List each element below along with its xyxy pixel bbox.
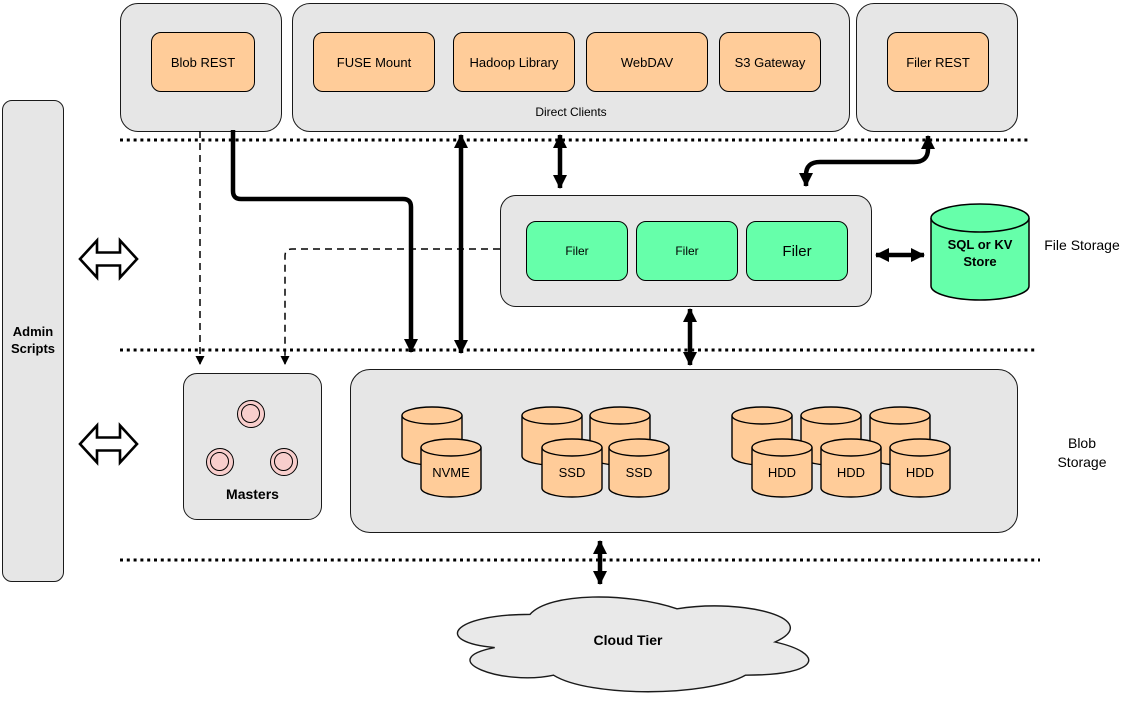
filer-rest-label: Filer REST [906,54,970,70]
cylinder-top [820,438,882,457]
cylinder-top [521,406,583,425]
webdav-box: WebDAV [586,32,708,92]
cylinder-body [420,447,482,498]
ssd-label-2: SSD [625,465,653,480]
hdd-label-3: HDD [905,465,935,480]
blob-rest-label: Blob REST [170,54,236,70]
direct-clients-caption: Direct Clients [535,105,607,119]
cylinder-top [589,406,651,425]
filer-rest-box: Filer REST [887,32,989,92]
hdd-cylinder-1: HDD [751,438,813,498]
ssd-cylinder-1: SSD [541,438,603,498]
cylinder-body [751,447,813,498]
master-node-icon-3 [270,448,298,476]
cylinder-body [930,218,1030,301]
cylinder-body [608,447,670,498]
arrow-filerrest-to-filers [799,135,935,187]
hadoop-library-label: Hadoop Library [469,54,559,70]
disk-cylinder-icon [820,438,882,498]
direct-clients-group: FUSE Mount Hadoop Library WebDAV S3 Gate… [292,3,850,132]
cloud-tier-label: Cloud Tier [593,632,663,648]
fuse-mount-box: FUSE Mount [313,32,435,92]
cloud-path [456,596,810,693]
filer-label-2: Filer [675,244,699,258]
fuse-mount-label: FUSE Mount [336,54,412,70]
nvme-cylinder: NVME [420,438,482,498]
hdd-label-1: HDD [767,465,797,480]
disk-cylinder-icon [541,438,603,498]
s3-gateway-box: S3 Gateway [719,32,821,92]
admin-double-arrow-icon-top [78,237,139,281]
filer-box-1: Filer [526,221,628,281]
cloud-icon [456,596,810,693]
master-node-icon-2 [206,448,234,476]
filer-box-3: Filer [746,221,848,281]
hadoop-library-box: Hadoop Library [453,32,575,92]
s3-gateway-label: S3 Gateway [734,54,806,70]
blob-rest-group: Blob REST [120,3,282,132]
cylinder-top [930,203,1030,233]
cylinder-top [541,438,603,457]
cylinder-body [820,447,882,498]
blob-storage-group: NVME SSD SSD [350,369,1018,533]
cylinder-top [401,406,463,425]
admin-double-arrow-icon-bottom [78,422,139,466]
hdd-cylinder-3: HDD [889,438,951,498]
master-node-inner-2 [209,451,229,471]
filer-rest-group: Filer REST [856,3,1018,132]
filer-label-3: Filer [782,242,812,260]
blob-rest-box: Blob REST [151,32,255,92]
hdd-cylinder-2: HDD [820,438,882,498]
ssd-label-1: SSD [558,465,586,480]
masters-group: Masters [183,373,322,520]
hdd-label-2: HDD [836,465,866,480]
master-node-inner-1 [240,403,260,423]
file-storage-layer-label: File Storage [1044,237,1120,253]
disk-cylinder-icon [608,438,670,498]
cylinder-body [541,447,603,498]
cylinder-top [420,438,482,457]
sql-kv-store-cylinder: SQL or KV Store [930,203,1030,301]
filer-box-2: Filer [636,221,738,281]
database-cylinder-icon [930,203,1030,301]
admin-scripts-label: Admin Scripts [10,324,56,356]
cloud-tier-shape: Cloud Tier [432,586,824,698]
cylinder-top [731,406,793,425]
disk-cylinder-icon [889,438,951,498]
blob-storage-layer-label: Blob Storage [1057,435,1107,470]
ssd-cylinder-2: SSD [608,438,670,498]
master-node-inner-3 [273,451,293,471]
masters-label: Masters [226,486,279,502]
cylinder-top [869,406,931,425]
disk-cylinder-icon [420,438,482,498]
cylinder-top [800,406,862,425]
filer-cluster-group: Filer Filer Filer [500,195,872,307]
filer-label-1: Filer [565,244,589,258]
cylinder-top [889,438,951,457]
sql-kv-store-label: SQL or KV Store [947,237,1013,269]
nvme-label: NVME [432,465,470,480]
cylinder-body [889,447,951,498]
admin-scripts-bar: Admin Scripts [2,100,64,582]
arrow-blobrest-to-blobstorage [230,130,418,353]
arrow-filers-to-masters [280,248,500,365]
cylinder-top [751,438,813,457]
cylinder-top [608,438,670,457]
master-node-icon-1 [237,400,265,428]
webdav-label: WebDAV [620,54,674,70]
disk-cylinder-icon [751,438,813,498]
